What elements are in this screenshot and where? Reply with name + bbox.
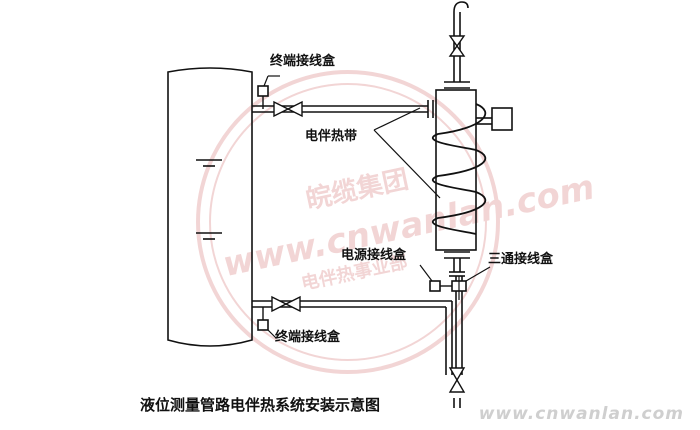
tank: [167, 67, 253, 347]
heat-trace-spiral: [432, 103, 487, 235]
leader-lines: [373, 107, 491, 282]
stamp-inner-ring: [209, 83, 487, 361]
lower-impulse-line: [252, 300, 453, 375]
power-junction-box: [429, 280, 441, 292]
label-power-box: 电源接线盒: [341, 248, 407, 263]
lower-valve-icon: [271, 295, 301, 313]
footer-watermark-url: www.cnwanlan.com: [478, 404, 684, 424]
label-terminal-box-bottom: 终端接线盒: [275, 330, 341, 345]
transmitter-box: [476, 107, 513, 131]
leader-line: [263, 75, 269, 87]
label-heat-trace-tape: 电伴热带: [305, 129, 358, 144]
measuring-cylinder: [435, 89, 477, 251]
instrument-pipe: [435, 1, 477, 408]
vent-valve-icon: [448, 35, 466, 57]
diagram-caption: 液位测量管路电伴热系统安装示意图: [140, 396, 381, 414]
leader-line: [267, 329, 277, 339]
terminal-box-bottom: [257, 319, 269, 331]
upper-valve-icon: [273, 100, 303, 118]
drain-valve-icon: [448, 367, 466, 393]
vent-hook: [453, 1, 469, 13]
tank-body: [167, 67, 253, 347]
terminal-box-top: [257, 85, 269, 97]
stamp-outer-ring: [196, 70, 500, 374]
label-tee-box: 三通接线盒: [488, 252, 554, 267]
label-terminal-box-top: 终端接线盒: [270, 54, 336, 69]
